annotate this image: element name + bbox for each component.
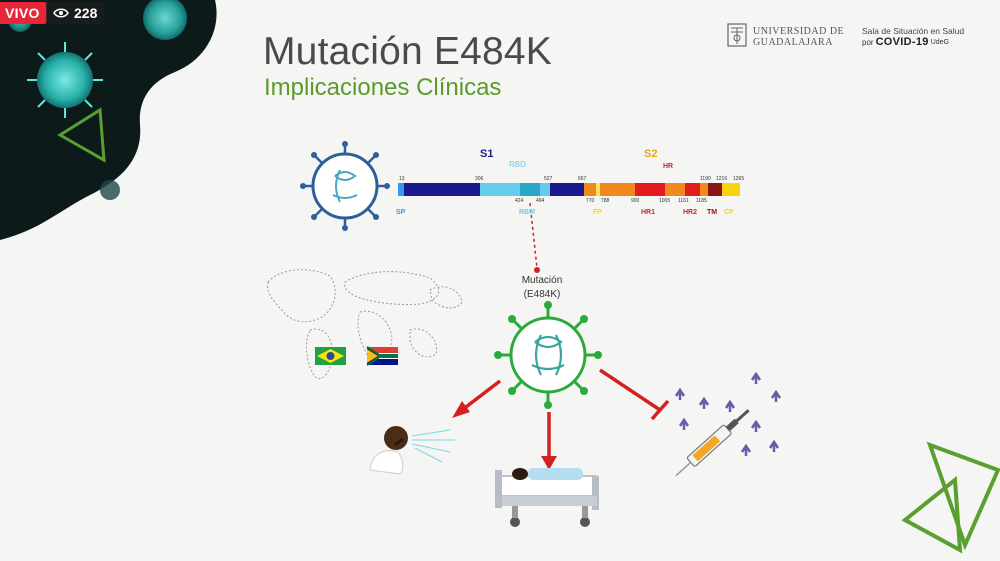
sala-situacion-logo: Sala de Situación en Salud por COVID-19 … xyxy=(862,26,972,48)
slide-title: Mutación E484K xyxy=(263,30,552,73)
virus-icon-small xyxy=(300,141,390,231)
udg-shield-icon xyxy=(727,23,747,47)
mutation-pointer-line xyxy=(529,202,538,269)
rbm-domain-label: RBM xyxy=(519,209,535,216)
s1-label: S1 xyxy=(480,148,494,160)
mutation-label-line2: (E484K) xyxy=(523,289,561,300)
effect-arrows xyxy=(452,368,670,470)
hospital-bed-icon xyxy=(495,468,599,527)
tm-domain-label: TM xyxy=(707,209,718,216)
position-788: 788 xyxy=(601,198,610,204)
position-424: 424 xyxy=(515,198,524,204)
south-africa-flag-icon xyxy=(366,346,398,366)
s2-label: S2 xyxy=(644,148,658,160)
position-1005: 1005 xyxy=(659,198,671,204)
hr2-domain-label: HR2 xyxy=(683,209,698,216)
position-667: 667 xyxy=(578,176,587,182)
position-1161: 1161 xyxy=(678,198,689,204)
fp-domain-label: FP xyxy=(593,209,602,216)
udg-line1: UNIVERSIDAD DE xyxy=(753,26,845,37)
position-770: 770 xyxy=(586,198,595,204)
udg-line2: GUADALAJARA xyxy=(753,37,833,48)
sala-covid: COVID-19 xyxy=(875,36,929,48)
position-900: 900 xyxy=(631,198,640,204)
viewer-count: 228 xyxy=(46,2,105,24)
position-1216: 1216 xyxy=(716,176,728,182)
mutation-pointer-dot xyxy=(534,267,540,273)
coughing-person-icon xyxy=(369,426,455,475)
position-527: 527 xyxy=(544,176,553,182)
hr1-domain-label: HR1 xyxy=(641,209,656,216)
rbd-label: RBD xyxy=(509,160,526,169)
sala-por: por xyxy=(862,37,874,47)
antibodies-vaccine-icon xyxy=(674,371,782,477)
sala-udeg: UdeG xyxy=(930,38,949,46)
cp-domain-label: CP xyxy=(724,209,734,216)
position-1190: 1190 xyxy=(700,176,711,182)
decorative-triangles xyxy=(901,441,1000,554)
udg-logo: UNIVERSIDAD DE GUADALAJARA xyxy=(726,22,844,52)
position-13: 13 xyxy=(399,176,405,182)
position-1185: 1185 xyxy=(696,198,707,204)
sp-domain-label: SP xyxy=(396,209,406,216)
viewer-count-value: 228 xyxy=(74,5,98,21)
hr-label: HR xyxy=(663,163,674,170)
brazil-flag-icon xyxy=(315,347,346,365)
position-306: 306 xyxy=(475,176,484,182)
position-494: 494 xyxy=(536,198,545,204)
position-1265: 1265 xyxy=(733,176,745,182)
world-map-icon xyxy=(267,269,463,380)
eye-icon xyxy=(53,8,69,18)
mutation-label: Mutación (E484K) xyxy=(512,274,572,302)
spike-protein-bar xyxy=(398,183,740,196)
sala-line1: Sala de Situación en Salud xyxy=(862,26,965,36)
live-badge: VIVO xyxy=(0,2,47,24)
mutated-virus-icon xyxy=(494,301,602,409)
slide-subtitle: Implicaciones Clínicas xyxy=(264,74,502,101)
mutation-label-line1: Mutación xyxy=(521,275,563,286)
